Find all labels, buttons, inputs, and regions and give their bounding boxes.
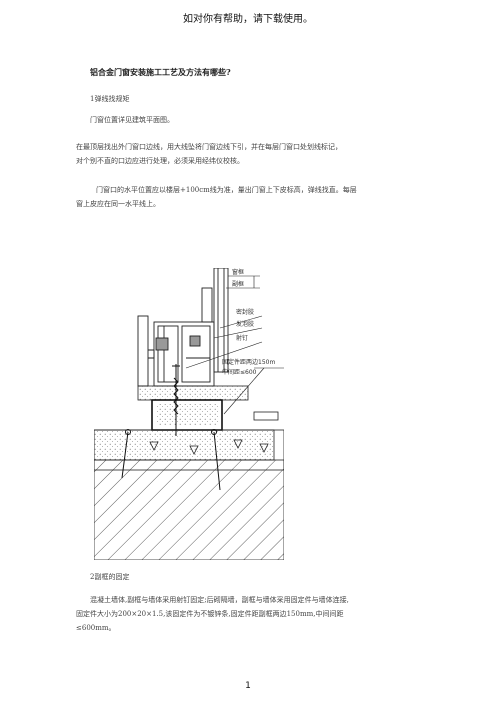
page-number: 1 bbox=[245, 681, 251, 691]
concrete-aggregate-marks bbox=[149, 439, 269, 455]
label-window-frame: 窗框 bbox=[232, 268, 244, 276]
section1-paragraph-2: 门窗口的水平位置应以楼层+100cm线为准，量出门窗上下皮标高，弹线找直。每层 … bbox=[76, 183, 357, 211]
label-spacing: 中间距≤600 bbox=[222, 368, 257, 376]
mortar-layer bbox=[94, 429, 275, 461]
foam-layer bbox=[137, 385, 249, 401]
paragraph-line: 固定件大小为200×20×1.5,该固定件为不镀锌条,固定件距副框两边150mm… bbox=[76, 610, 344, 618]
window-frame-profile bbox=[137, 268, 229, 387]
download-banner: 如对你有帮助，请下载使用。 bbox=[183, 14, 313, 25]
section2-heading: 2副框的固定 bbox=[90, 573, 130, 581]
section1-line1: 门窗位置详见建筑平面图。 bbox=[90, 116, 174, 124]
section1-heading: 1弹线找规矩 bbox=[90, 95, 130, 103]
document-title: 铝合金门窗安装施工工艺及方法有哪些? bbox=[90, 67, 231, 77]
label-nail: 射钉 bbox=[236, 334, 248, 342]
paragraph-line: 窗上皮应在同一水平线上。 bbox=[76, 200, 160, 208]
label-sealant: 密封胶 bbox=[236, 308, 254, 316]
paragraph-line: 对个别不直的口边应进行处理，必须采用经纬仪校核。 bbox=[76, 157, 244, 165]
paragraph-line: ≤600mm。 bbox=[76, 624, 116, 632]
section2-paragraph: 混凝土墙体,副框与墙体采用射钉固定;后砌隔墙，副框与墙体采用固定件与墙体连接, … bbox=[76, 593, 349, 635]
window-install-section-diagram: 窗框 副框 密封胶 发泡胶 射钉 固定件距两边150m 中间距≤600 bbox=[94, 268, 284, 560]
section1-paragraph-1: 在最顶层找出外门窗口边线，用大线坠将门窗边线下引，并在每层门窗口处划线标记， 对… bbox=[76, 140, 342, 168]
paragraph-line: 混凝土墙体,副框与墙体采用射钉固定;后砌隔墙，副框与墙体采用固定件与墙体连接, bbox=[90, 596, 349, 604]
callout-leaders bbox=[185, 275, 284, 415]
label-foam: 发泡胶 bbox=[236, 320, 254, 328]
label-sub-frame: 副框 bbox=[232, 280, 244, 288]
nail-icon bbox=[172, 364, 180, 436]
paragraph-line: 在最顶层找出外门窗口边线，用大线坠将门窗边线下引，并在每层门窗口处划线标记， bbox=[76, 143, 342, 151]
concrete-slab bbox=[94, 459, 284, 560]
anchor-bolts bbox=[121, 429, 221, 491]
label-fixing: 固定件距两边150m bbox=[222, 358, 275, 366]
paragraph-line: 门窗口的水平位置应以楼层+100cm线为准，量出门窗上下皮标高，弹线找直。每层 bbox=[96, 186, 357, 194]
